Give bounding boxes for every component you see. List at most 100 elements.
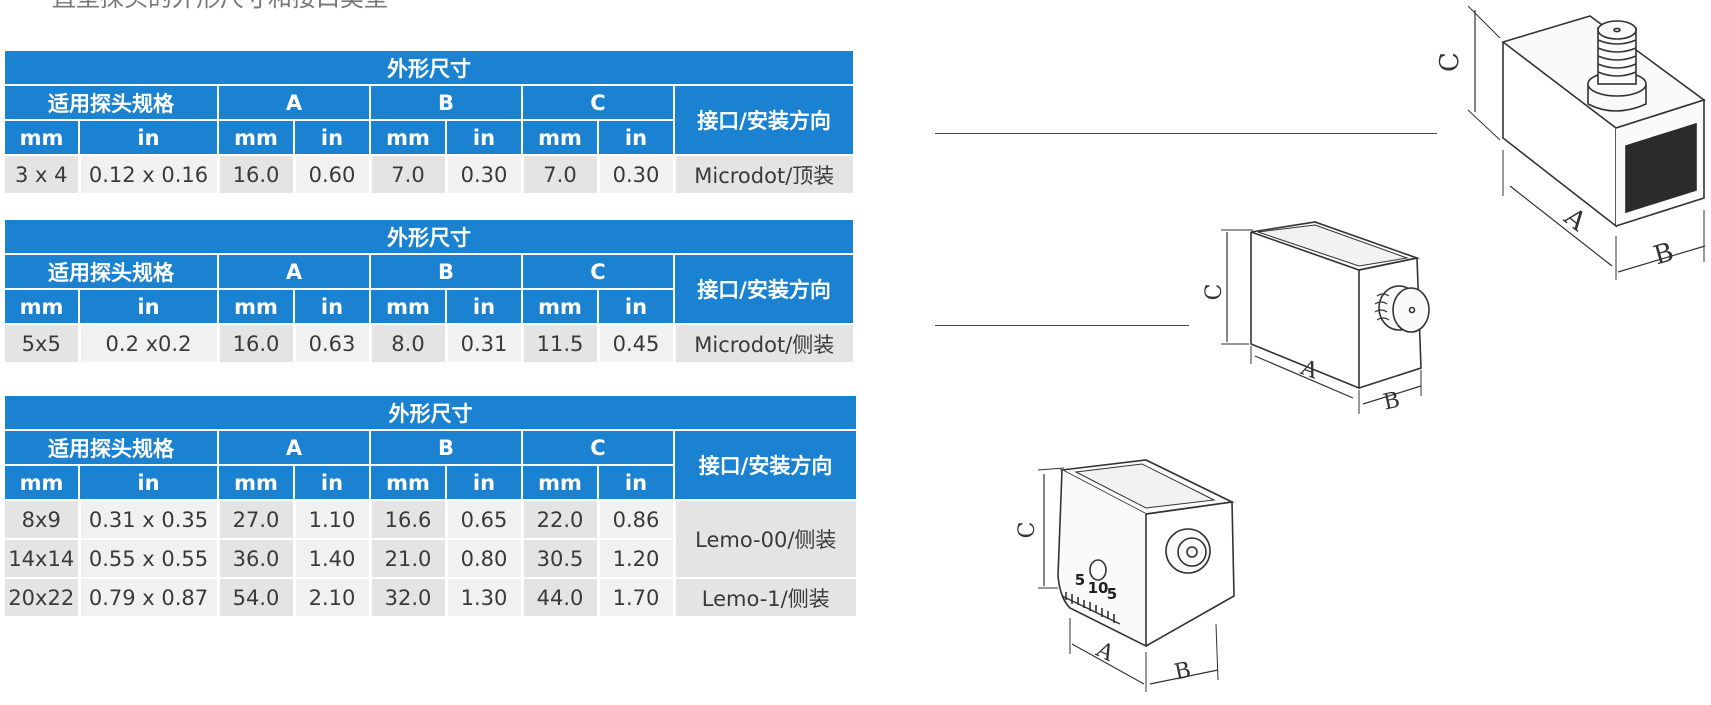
dim-a-header: A (217, 84, 370, 120)
a-mm-cell: 54.0 (216, 577, 294, 616)
dim-c-label: C (1202, 284, 1227, 301)
dim-b-label: B (1172, 658, 1193, 686)
spec-in-cell: 0.55 x 0.55 (77, 538, 218, 578)
unit-header: in (597, 119, 674, 155)
unit-header: in (445, 119, 522, 155)
unit-header: mm (521, 288, 598, 324)
spec-in-cell: 0.12 x 0.16 (77, 154, 218, 193)
unit-header: mm (369, 119, 446, 155)
interface-header: 接口/安装方向 (672, 429, 857, 500)
dim-b-label: B (1381, 388, 1402, 416)
unit-header: in (597, 288, 674, 324)
a-mm-cell: 16.0 (216, 154, 294, 193)
c-mm-cell: 44.0 (520, 577, 598, 616)
unit-header: in (293, 119, 370, 155)
spec-in-cell: 0.79 x 0.87 (77, 577, 218, 616)
probe-drawing-side-mount-lemo: 5 10 5 C A B (1015, 459, 1235, 692)
probe-drawing-side-mount-microdot: C A B (1202, 221, 1430, 416)
a-mm-cell: 27.0 (216, 499, 294, 539)
c-mm-cell: 22.0 (520, 499, 598, 539)
dim-c-header: C (521, 84, 674, 120)
spec-in-cell: 0.2 x0.2 (77, 323, 218, 362)
b-in-cell: 0.65 (444, 499, 522, 539)
b-in-cell: 0.31 (444, 323, 522, 362)
unit-header: mm (5, 119, 79, 155)
c-in-cell: 1.20 (596, 538, 674, 578)
dim-a-label: A (1558, 201, 1593, 238)
unit-header: in (445, 288, 522, 324)
b-mm-cell: 8.0 (368, 323, 446, 362)
c-mm-cell: 30.5 (520, 538, 598, 578)
unit-header: in (293, 288, 370, 324)
b-mm-cell: 7.0 (368, 154, 446, 193)
dim-a-label: A (1297, 355, 1322, 385)
table-title: 外形尺寸 (5, 396, 857, 430)
unit-header: mm (5, 464, 79, 500)
interface-cell: Microdot/顶装 (672, 154, 854, 193)
c-in-cell: 1.70 (596, 577, 674, 616)
b-mm-cell: 32.0 (368, 577, 446, 616)
spec-mm-cell: 3 x 4 (5, 154, 79, 193)
c-in-cell: 0.86 (596, 499, 674, 539)
unit-header: in (445, 464, 522, 500)
spec-mm-cell: 5x5 (5, 323, 79, 362)
dimension-table-microdot-side: 外形尺寸 适用探头规格 A B C 接口/安装方向 mm in mm in mm… (5, 220, 854, 362)
table-row: 20x22 0.79 x 0.87 54.0 2.10 32.0 1.30 44… (5, 577, 857, 616)
unit-header: in (78, 288, 218, 324)
unit-header: in (293, 464, 370, 500)
leader-line (935, 325, 1189, 326)
interface-cell: Lemo-00/侧装 (672, 499, 857, 578)
scale-mark: 10 (1088, 579, 1109, 597)
unit-header: mm (217, 288, 294, 324)
dimension-table-microdot-top: 外形尺寸 适用探头规格 A B C 接口/安装方向 mm in mm in mm… (5, 51, 854, 193)
dim-c-header: C (521, 253, 674, 289)
spec-in-cell: 0.31 x 0.35 (77, 499, 218, 539)
probe-spec-header: 适用探头规格 (5, 253, 218, 289)
dim-a-header: A (217, 253, 370, 289)
a-in-cell: 1.10 (292, 499, 370, 539)
table-row: 14x14 0.55 x 0.55 36.0 1.40 21.0 0.80 30… (5, 538, 856, 578)
b-in-cell: 0.30 (444, 154, 522, 193)
a-mm-cell: 16.0 (216, 323, 294, 362)
unit-header: mm (369, 464, 446, 500)
spec-mm-cell: 20x22 (5, 577, 79, 616)
interface-cell: Microdot/侧装 (672, 323, 854, 362)
probe-spec-header: 适用探头规格 (5, 429, 218, 465)
table-row: 8x9 0.31 x 0.35 27.0 1.10 16.6 0.65 22.0… (5, 499, 857, 578)
dim-c-label: C (1435, 52, 1465, 72)
unit-header: in (78, 119, 218, 155)
table-row: 3 x 4 0.12 x 0.16 16.0 0.60 7.0 0.30 7.0… (5, 154, 854, 193)
c-mm-cell: 11.5 (520, 323, 598, 362)
b-mm-cell: 21.0 (368, 538, 446, 578)
table-title: 外形尺寸 (5, 220, 854, 254)
interface-header: 接口/安装方向 (672, 84, 854, 155)
b-in-cell: 0.80 (444, 538, 522, 578)
unit-header: in (597, 464, 674, 500)
dim-b-header: B (369, 429, 522, 465)
dim-a-label: A (1091, 637, 1118, 667)
unit-header: in (78, 464, 218, 500)
probe-drawing-top-mount: C A B (1435, 5, 1706, 280)
a-in-cell: 1.40 (292, 538, 370, 578)
unit-header: mm (521, 464, 598, 500)
a-mm-cell: 36.0 (216, 538, 294, 578)
probe-spec-header: 适用探头规格 (5, 84, 218, 120)
a-in-cell: 0.60 (292, 154, 370, 193)
interface-header: 接口/安装方向 (672, 253, 854, 324)
dimension-table-lemo: 外形尺寸 适用探头规格 A B C 接口/安装方向 mm in mm in mm… (5, 396, 857, 616)
dim-c-label: C (1015, 522, 1040, 539)
table-title: 外形尺寸 (5, 51, 854, 85)
scale-mark: 5 (1107, 585, 1117, 603)
unit-header: mm (217, 464, 294, 500)
dim-a-header: A (217, 429, 370, 465)
spec-mm-cell: 8x9 (5, 499, 79, 539)
dim-b-header: B (369, 253, 522, 289)
interface-cell: Lemo-1/侧装 (672, 577, 857, 616)
b-in-cell: 1.30 (444, 577, 522, 616)
table-row: 5x5 0.2 x0.2 16.0 0.63 8.0 0.31 11.5 0.4… (5, 323, 854, 362)
c-mm-cell: 7.0 (520, 154, 598, 193)
dim-c-header: C (521, 429, 674, 465)
spec-mm-cell: 14x14 (5, 538, 79, 578)
scale-mark: 5 (1075, 571, 1085, 589)
unit-header: mm (5, 288, 79, 324)
